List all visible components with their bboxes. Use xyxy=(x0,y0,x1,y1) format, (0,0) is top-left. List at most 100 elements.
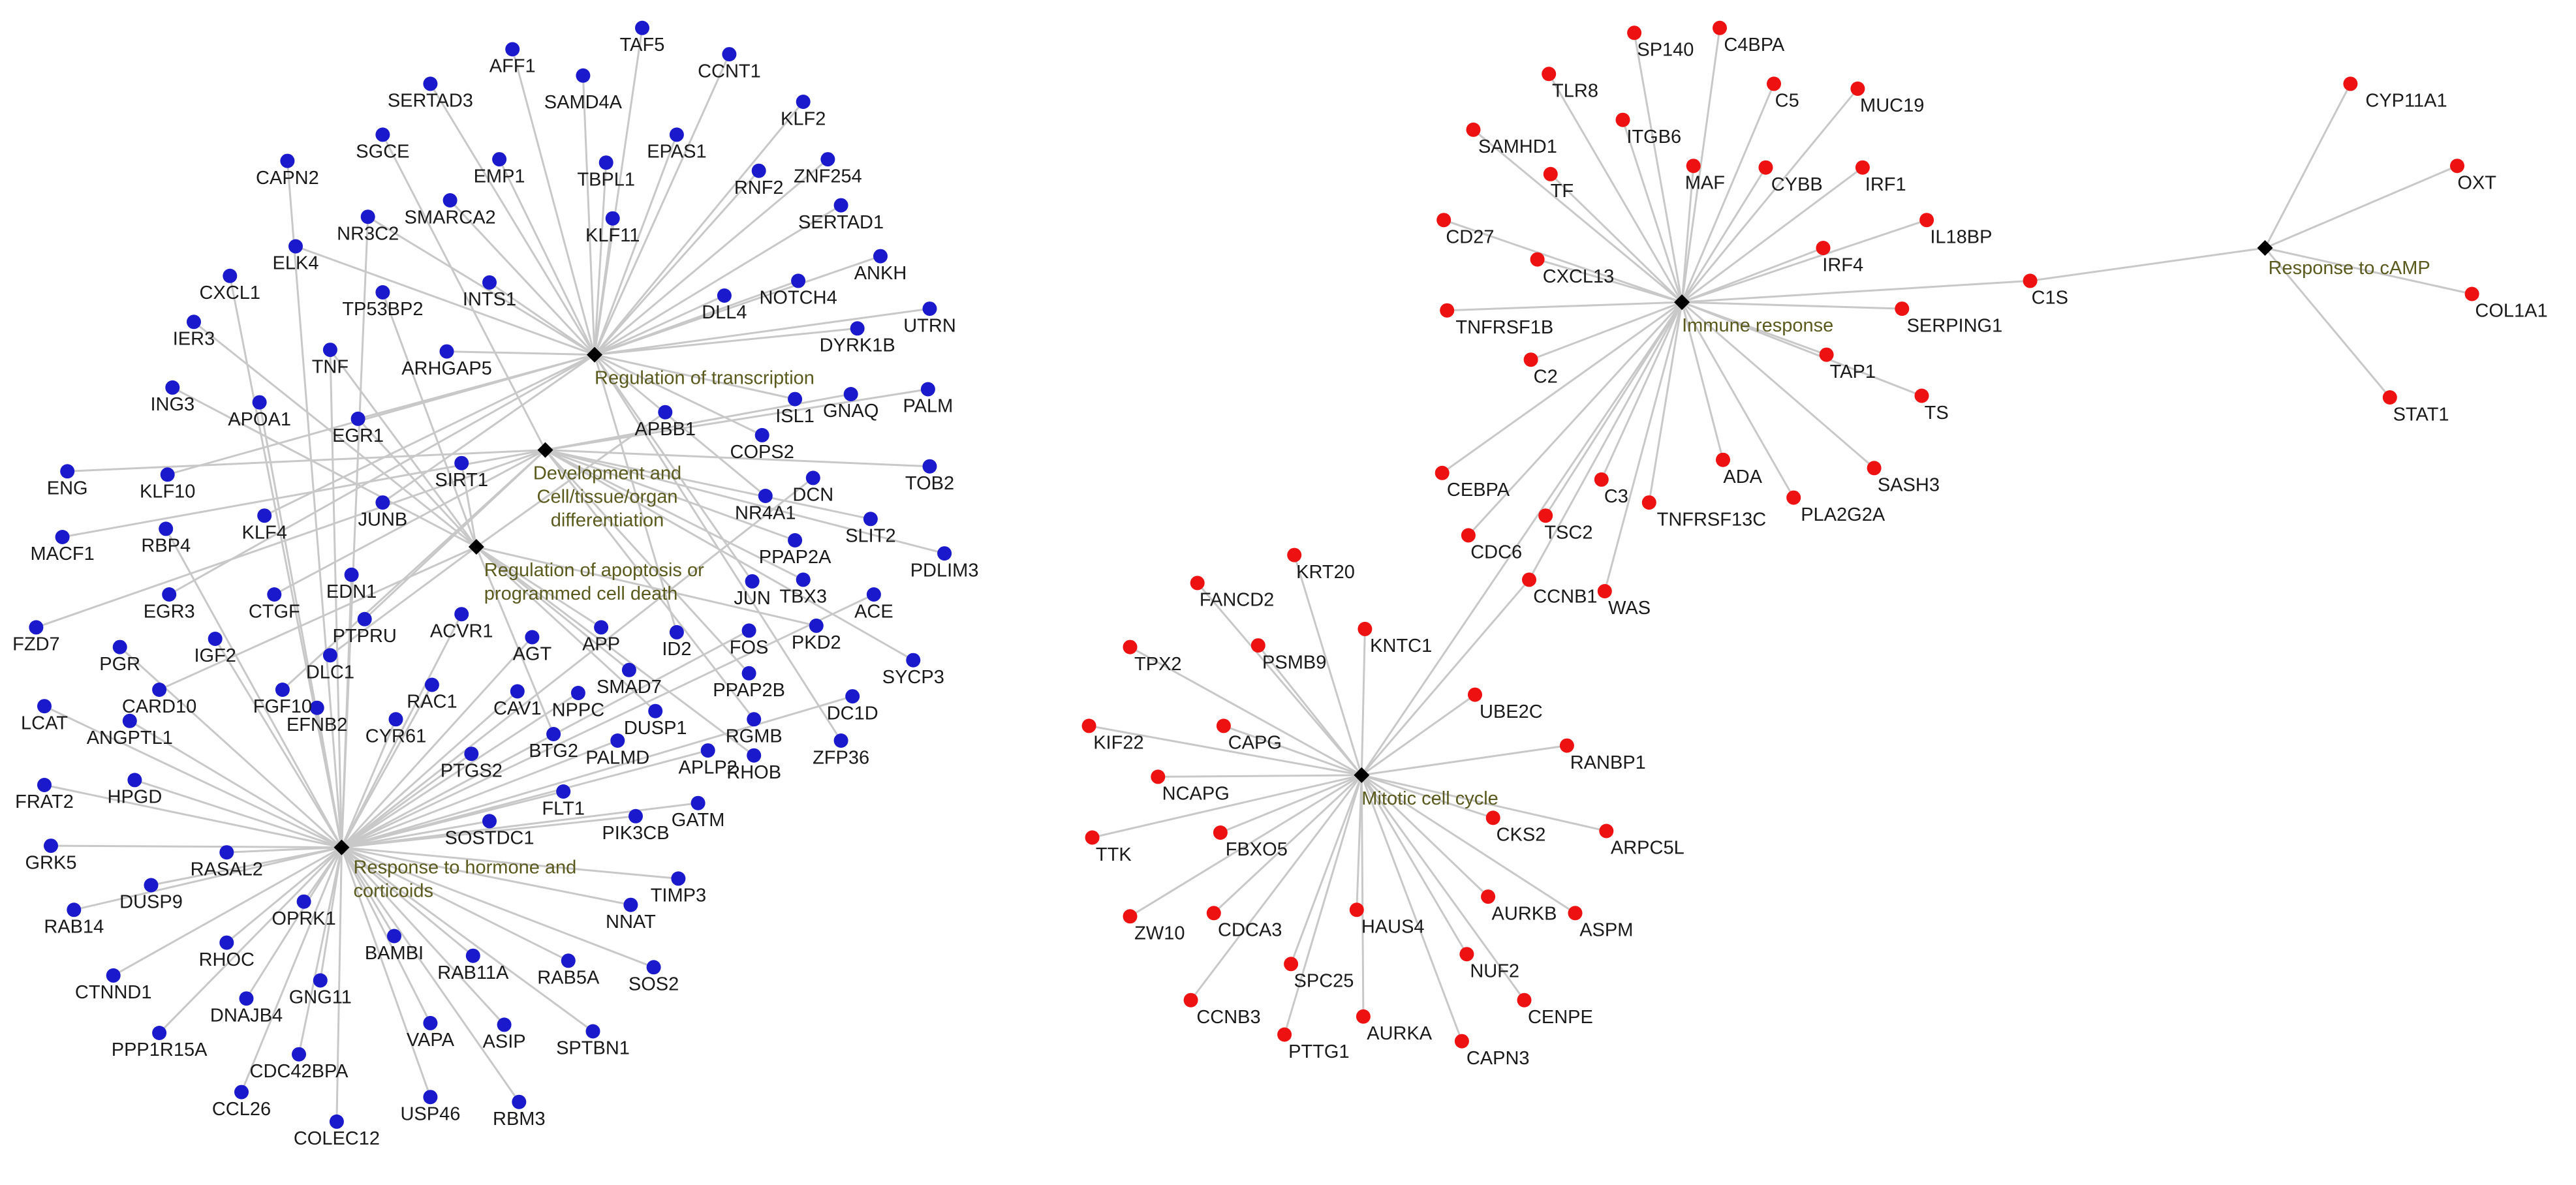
gene-label-aspm: ASPM xyxy=(1579,920,1633,941)
gene-label-nuf2: NUF2 xyxy=(1470,961,1519,981)
edge-cyp11a1-h-camp xyxy=(2264,83,2351,249)
gene-label-cenpe: CENPE xyxy=(1528,1007,1593,1028)
gene-node-c5 xyxy=(1767,76,1781,91)
gene-node-c2 xyxy=(1523,352,1538,367)
gene-node-tlr8 xyxy=(1542,67,1557,82)
gene-node-fgf10 xyxy=(275,683,290,697)
gene-node-nnat xyxy=(623,897,638,912)
gene-node-capg xyxy=(1216,718,1231,733)
gene-label-junb: JUNB xyxy=(358,509,408,530)
gene-label-rac1: RAC1 xyxy=(407,692,457,713)
edge-ace-h-hormone xyxy=(341,593,875,848)
edge-nuf2-h-mitotic xyxy=(1361,775,1468,955)
gene-label-dnajb4: DNAJB4 xyxy=(210,1005,283,1026)
gene-node-cdc6 xyxy=(1461,528,1476,543)
gene-node-pdlim3 xyxy=(937,546,952,561)
gene-node-frat2 xyxy=(37,778,52,792)
gene-label-dll4: DLL4 xyxy=(702,302,747,323)
gene-node-rasal2 xyxy=(219,845,234,860)
gene-label-ccnb1: CCNB1 xyxy=(1533,587,1597,608)
gene-node-app xyxy=(594,620,609,635)
gene-label-ing3: ING3 xyxy=(150,394,194,415)
gene-node-ube2c xyxy=(1468,687,1482,702)
gene-node-irf1 xyxy=(1855,160,1870,175)
gene-node-card10 xyxy=(152,683,167,697)
gene-label-rab5a: RAB5A xyxy=(537,968,600,989)
edge-c1s-h-camp xyxy=(2030,247,2265,282)
edge-zfp36-h-transcription xyxy=(593,354,842,741)
edge-cenpe-h-mitotic xyxy=(1361,775,1525,1001)
gene-label-ccnt1: CCNT1 xyxy=(698,61,761,82)
edge-sos2-h-hormone xyxy=(341,846,655,968)
gene-node-acvr1 xyxy=(454,607,469,622)
edge-arhgap5-h-transcription xyxy=(446,350,595,356)
edge-nnat-h-hormone xyxy=(341,846,631,906)
gene-node-utrn xyxy=(922,301,937,316)
edge-spc25-h-mitotic xyxy=(1290,775,1363,964)
gene-label-efnb2: EFNB2 xyxy=(287,715,347,735)
gene-node-dc1d xyxy=(845,689,860,704)
edge-pdlim3-h-development xyxy=(545,449,945,555)
gene-label-c2: C2 xyxy=(1534,366,1558,387)
gene-label-isl1: ISL1 xyxy=(775,406,815,427)
edge-slit2-h-development xyxy=(545,449,871,520)
gene-label-ncapg: NCAPG xyxy=(1162,784,1230,805)
gene-label-fbxo5: FBXO5 xyxy=(1226,839,1288,860)
gene-node-sostdc1 xyxy=(482,814,497,829)
hub-label-h-hormone-line-1: Response to hormone and xyxy=(354,857,577,878)
edge-angptl1-h-hormone xyxy=(129,720,343,848)
gene-label-arpc5l: ARPC5L xyxy=(1611,838,1684,859)
edge-frat2-h-hormone xyxy=(44,784,342,849)
edge-aurkb-h-mitotic xyxy=(1361,774,1489,898)
hub-label-h-immune-line-1: Immune response xyxy=(1682,315,1833,336)
hub-label-h-hormone-line-2: corticoids xyxy=(354,881,434,902)
gene-label-ts: TS xyxy=(1925,403,1949,423)
gene-label-tsc2: TSC2 xyxy=(1544,523,1592,544)
edge-vapa-h-hormone xyxy=(341,846,431,1024)
gene-label-dusp9: DUSP9 xyxy=(119,892,183,913)
gene-node-sgce xyxy=(375,127,390,142)
gene-node-jun xyxy=(745,574,760,589)
gene-node-cxcl1 xyxy=(223,268,238,283)
gene-node-tnf xyxy=(322,343,337,358)
gene-node-oxt xyxy=(2450,159,2464,174)
gene-label-ube2c: UBE2C xyxy=(1480,701,1543,722)
edge-cxcl1-h-hormone xyxy=(228,275,343,848)
gene-node-ccnb1 xyxy=(1522,572,1536,587)
gene-label-fzd7: FZD7 xyxy=(12,634,60,655)
edge-itgb6-h-immune xyxy=(1622,119,1683,303)
gene-label-nr3c2: NR3C2 xyxy=(337,223,399,244)
gene-label-rgmb: RGMB xyxy=(726,726,783,747)
gene-node-rgmb xyxy=(747,712,762,727)
gene-label-arhgap5: ARHGAP5 xyxy=(401,358,492,379)
gene-label-acvr1: ACVR1 xyxy=(430,621,493,642)
edge-cav1-h-hormone xyxy=(341,690,518,848)
edge-c2-h-immune xyxy=(1530,301,1683,361)
gene-label-nnat: NNAT xyxy=(606,912,656,932)
gene-node-flt1 xyxy=(556,784,571,799)
gene-label-ier3: IER3 xyxy=(173,329,215,350)
gene-label-irf1: IRF1 xyxy=(1865,174,1906,195)
gene-node-c3 xyxy=(1594,472,1609,487)
gene-node-fancd2 xyxy=(1190,576,1205,591)
gene-node-timp3 xyxy=(671,871,686,886)
gene-label-notch4: NOTCH4 xyxy=(759,288,837,309)
gene-node-rhob xyxy=(747,748,762,763)
edge-rac1-h-hormone xyxy=(341,684,433,848)
gene-node-ada xyxy=(1716,452,1730,467)
gene-node-rnf2 xyxy=(751,163,766,178)
edge-fancd2-h-mitotic xyxy=(1196,582,1363,776)
edge-ppap2a-h-development xyxy=(544,449,796,542)
edge-dusp1-h-apoptosis xyxy=(475,546,657,712)
gene-node-ttk xyxy=(1085,830,1100,845)
edge-egr3-h-transcription xyxy=(168,354,595,596)
edge-tnfrsf13c-h-immune xyxy=(1648,301,1683,503)
edge-app-h-apoptosis xyxy=(475,546,602,628)
edge-zw10-h-mitotic xyxy=(1129,774,1363,917)
gene-node-sirt1 xyxy=(454,455,469,470)
edge-maf-h-immune xyxy=(1681,166,1695,303)
edge-tnf-h-hormone xyxy=(329,350,343,848)
edge-cd27-h-immune xyxy=(1443,219,1683,303)
gene-label-tp53bp2: TP53BP2 xyxy=(342,299,423,320)
edge-aspm-h-mitotic xyxy=(1361,774,1576,914)
